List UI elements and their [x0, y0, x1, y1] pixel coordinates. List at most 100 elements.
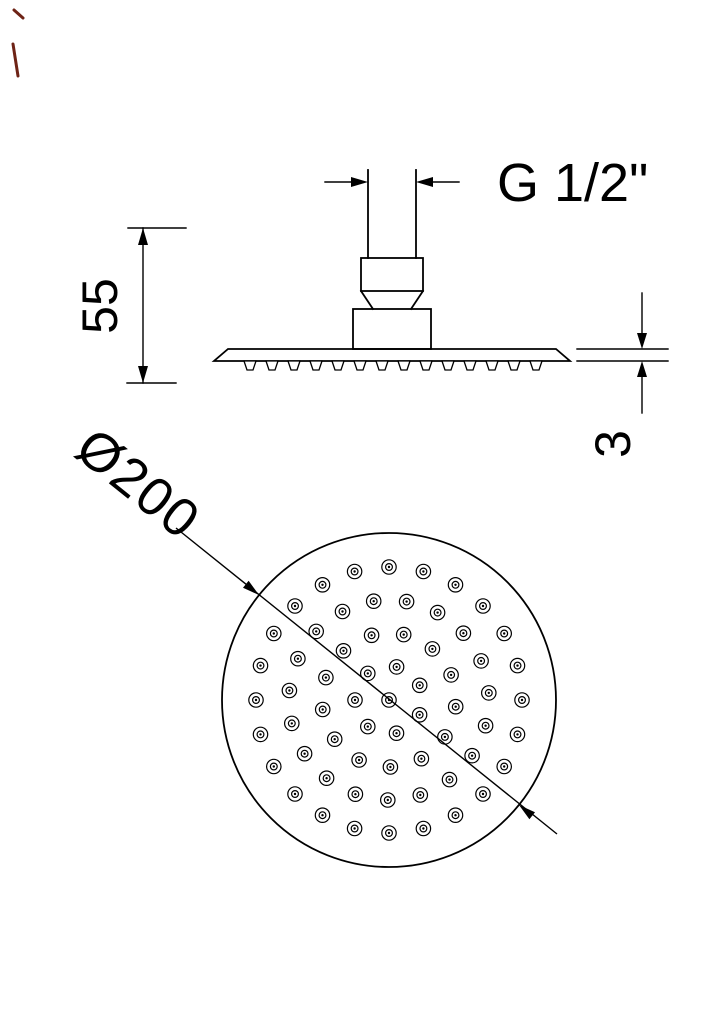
nozzle-hole [415, 681, 424, 690]
head-face-outline [221, 532, 557, 868]
nozzle-hole [385, 828, 394, 837]
nozzle-hole [517, 695, 526, 704]
nozzle-hole [381, 559, 397, 575]
arrowhead-right-icon [351, 177, 368, 187]
nozzle-hole [359, 665, 376, 682]
taper-left-edge [359, 289, 375, 311]
nozzle-hole [496, 758, 512, 775]
nozzle-hole [422, 827, 425, 830]
nozzle-hole [398, 593, 415, 610]
arrowhead-down-icon [138, 366, 148, 383]
nozzle-bump [309, 360, 323, 371]
nozzle-hole [477, 717, 494, 734]
nozzle-hole [367, 631, 376, 640]
nozzle-hole [314, 576, 331, 593]
nozzle-hole [347, 692, 363, 708]
nozzle-bump [419, 360, 433, 371]
nozzle-hole [351, 790, 360, 799]
nozzle-hole [418, 713, 421, 716]
thickness-dimension [576, 292, 669, 414]
nozzle-hole [388, 725, 405, 741]
nozzle-hole [334, 603, 351, 620]
nozzle-hole [287, 719, 296, 728]
nozzle-hole [484, 688, 493, 697]
nozzle-hole [480, 685, 497, 701]
nozzle-bump [375, 360, 389, 371]
nozzle-hole [296, 745, 313, 762]
nozzle-hole [424, 641, 441, 657]
diameter-line [175, 527, 558, 835]
nozzle-hole [381, 692, 397, 708]
nozzle-hole [296, 657, 300, 660]
nozzle-hole [314, 701, 331, 718]
nozzle-hole [272, 765, 275, 768]
thread-size-label: G 1/2" [497, 153, 648, 213]
nozzle-hole [363, 669, 372, 678]
nozzle-hole [462, 632, 465, 635]
nozzle-hole [366, 672, 369, 675]
nozzle-hole [314, 807, 331, 823]
nozzle-hole [420, 757, 423, 760]
nozzle-hole [303, 752, 306, 755]
mounting-nut [352, 308, 432, 350]
nozzle-hole [379, 792, 396, 808]
nozzle-holes [248, 559, 530, 841]
nozzle-hole [419, 567, 428, 576]
dimension-annotations [126, 177, 669, 414]
nozzle-hole [451, 811, 460, 820]
nozzle-hole [496, 625, 512, 642]
nozzle-hole [436, 611, 439, 614]
nozzle-hole [252, 695, 261, 704]
nozzle-hole [342, 649, 345, 652]
nozzle-hole [395, 732, 398, 735]
nozzle-hole [451, 702, 460, 711]
nozzle-hole [520, 698, 524, 702]
nozzle-hole [291, 601, 300, 610]
arrowhead-down-icon [637, 333, 647, 349]
nozzle-hole [385, 562, 394, 571]
nozzle-hole [431, 647, 434, 651]
nozzle-hole [448, 778, 451, 781]
nozzle-hole [281, 682, 298, 699]
nozzle-hole [318, 580, 327, 589]
arrowhead-inward-icon [243, 580, 259, 595]
thickness-dimension-label: 3 [585, 430, 641, 458]
nozzle-hole [382, 759, 399, 775]
nozzle-hole [315, 630, 318, 633]
nozzle-hole [381, 825, 397, 841]
nozzle-hole [252, 726, 269, 743]
nozzle-hole [447, 807, 464, 823]
nozzle-hole [283, 715, 300, 732]
nozzle-hole [479, 789, 488, 798]
nozzle-hole [503, 632, 506, 635]
nozzle-bump [441, 360, 455, 371]
nozzle-hole [333, 738, 336, 741]
nozzle-hole [346, 563, 363, 580]
nozzle-hole [387, 831, 391, 835]
nozzle-hole [481, 721, 490, 730]
nozzle-hole [318, 811, 327, 820]
nozzle-hole [324, 676, 328, 679]
nozzle-hole [509, 657, 526, 674]
nozzle-hole [259, 733, 262, 736]
nozzle-hole [256, 730, 265, 739]
nozzle-hole [325, 777, 328, 780]
artifact-mark [12, 8, 25, 20]
nozzle-hole [350, 567, 359, 576]
nozzle-hole [428, 644, 437, 653]
scan-artifacts [11, 8, 25, 78]
nozzle-hole [468, 751, 477, 760]
diameter-dimension [175, 527, 558, 835]
nozzle-hole [392, 729, 401, 738]
nozzle-hole [475, 598, 491, 614]
nozzle-hole [454, 705, 457, 708]
nozzle-hole [363, 722, 372, 731]
nozzle-hole [470, 754, 474, 757]
nozzle-hole [443, 735, 447, 739]
nozzle-hole [338, 607, 347, 616]
nozzle-hole [415, 710, 424, 719]
nozzle-hole [487, 691, 490, 695]
nozzle-hole [392, 662, 401, 671]
nozzle-bump [485, 360, 499, 371]
nozzle-hole [339, 646, 348, 655]
